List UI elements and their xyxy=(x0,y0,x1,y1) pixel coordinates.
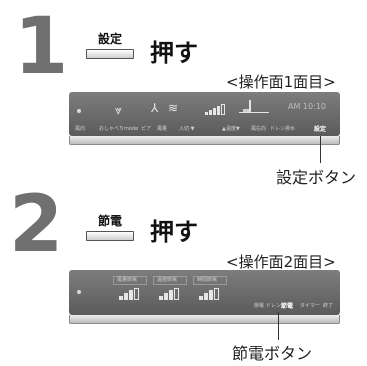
temperature-graph-icon xyxy=(239,100,269,114)
save-box-time xyxy=(193,276,227,285)
step-1-number: 1 xyxy=(14,2,69,92)
step-2-number: 2 xyxy=(9,180,64,270)
panel-1-label-windright: 風右向 xyxy=(251,126,267,132)
settings-button-callout: 設定ボタン xyxy=(276,168,357,187)
save-box-time-label: 時間節電 xyxy=(197,277,218,283)
power-saving-button-callout: 節電ボタン xyxy=(232,344,313,363)
wind-direction-icon: ⩔ xyxy=(115,103,122,117)
callout-2-line xyxy=(278,312,279,340)
save-box-temp xyxy=(153,276,187,285)
control-panel-screen-2: 風量節電 温度節電 時間節電 節電 ドレン 節電 タイマー 終了 xyxy=(69,270,340,325)
clock-display: AM 10:10 xyxy=(288,102,326,111)
save-box-fan-label: 風量節電 xyxy=(117,277,138,283)
panel-1-label-pia: ピア xyxy=(141,126,152,132)
panel-1-label-drain: ドレン排水 xyxy=(270,126,296,132)
step-1-action: 押す xyxy=(150,39,198,67)
power-indicator-icon xyxy=(77,109,81,113)
panel-1-label-fan: 風量 xyxy=(157,126,168,132)
level-bars-icon-1 xyxy=(119,287,141,300)
step-2-action: 押す xyxy=(150,218,198,246)
power-indicator-icon-2 xyxy=(77,290,81,294)
control-panel-screen-1: ⩔ ⅄ ≋ AM 10:10 風向 おしゃべりmode ピア 風量 入切 ▼ ▲… xyxy=(69,92,340,146)
settings-key-icon: 設定 xyxy=(86,30,134,59)
panel-2-label-timer: タイマー xyxy=(300,303,321,309)
panel-1-label-wind: 風向 xyxy=(75,126,86,132)
level-bars-icon-3 xyxy=(199,287,221,300)
person-icon: ⅄ xyxy=(151,101,159,115)
save-box-fan xyxy=(113,276,147,285)
airflow-icon: ≋ xyxy=(168,101,179,115)
panel-1-label-talk: おしゃべりmode xyxy=(99,126,139,132)
callout-1-line xyxy=(320,136,321,163)
panel-1-label-onoff: 入切 ▼ xyxy=(179,126,195,132)
settings-key-label: 設定 xyxy=(97,32,122,46)
fan-level-bars-icon xyxy=(205,103,227,115)
level-bars-icon-2 xyxy=(159,287,181,300)
panel-1-label-temp: ▲温度▼ xyxy=(222,126,240,132)
panel-2-label-drain: ドレン xyxy=(266,303,282,309)
save-box-temp-label: 温度節電 xyxy=(157,277,178,283)
power-saving-button[interactable]: 節電 xyxy=(281,303,294,310)
panel-2-label-end: 終了 xyxy=(323,303,334,309)
settings-button[interactable]: 設定 xyxy=(314,126,327,133)
power-saving-key-icon: 節電 xyxy=(86,212,134,241)
panel-2-label-save: 節電 xyxy=(254,303,265,309)
screen-1-label: <操作面1面目> xyxy=(226,73,336,91)
power-saving-key-label: 節電 xyxy=(97,214,122,228)
screen-2-label: <操作面2面目> xyxy=(226,253,336,271)
